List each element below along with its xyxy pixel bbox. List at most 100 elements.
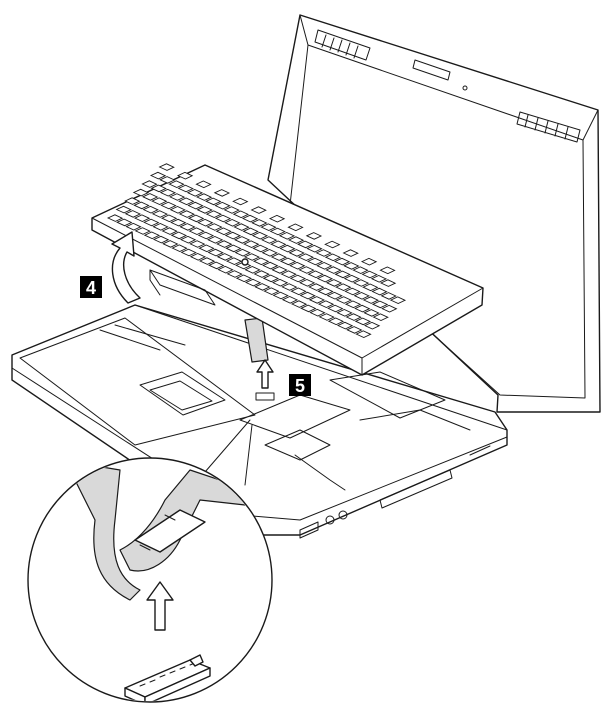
board-connector bbox=[255, 392, 275, 401]
keyboard-key bbox=[272, 291, 289, 300]
keyboard-key bbox=[233, 223, 250, 231]
keyboard-key bbox=[152, 223, 169, 231]
keyboard-key bbox=[343, 274, 361, 283]
step-5-label: 5 bbox=[295, 376, 305, 396]
keyboard-key bbox=[371, 287, 388, 296]
keyboard-key bbox=[206, 223, 223, 231]
keyboard-key bbox=[335, 296, 353, 304]
keyboard-key bbox=[235, 274, 253, 283]
keyboard-key bbox=[279, 257, 297, 266]
keyboard-key bbox=[224, 219, 241, 227]
keyboard-key bbox=[170, 231, 188, 240]
keyboard-key bbox=[158, 163, 175, 171]
keyboard-key bbox=[306, 257, 324, 266]
keyboard-key bbox=[134, 227, 151, 235]
keyboard-key bbox=[168, 180, 185, 188]
keyboard-key bbox=[234, 248, 251, 257]
laptop-base bbox=[11, 304, 508, 539]
keyboard-tab bbox=[149, 269, 216, 306]
keyboard-key bbox=[251, 219, 268, 227]
keyboard-key bbox=[197, 218, 214, 227]
keyboard-key bbox=[343, 262, 360, 270]
keyboard-key bbox=[336, 309, 353, 317]
keyboard-key bbox=[251, 231, 269, 240]
keyboard-key bbox=[316, 274, 334, 283]
keyboard-key bbox=[152, 235, 170, 244]
keyboard-key bbox=[305, 232, 323, 240]
keyboard-key bbox=[226, 270, 243, 278]
keyboard-key bbox=[289, 274, 307, 283]
keyboard-key bbox=[206, 236, 224, 244]
keyboard-key bbox=[179, 223, 196, 231]
keyboard-key bbox=[263, 287, 280, 295]
keyboard-key bbox=[325, 266, 342, 274]
keyboard-key bbox=[178, 210, 196, 218]
keyboard-key bbox=[242, 227, 259, 236]
base-bracket bbox=[239, 394, 351, 439]
keyboard-key bbox=[281, 283, 298, 291]
keyboard-key bbox=[299, 291, 316, 300]
keyboard-key bbox=[327, 317, 345, 326]
keyboard-key bbox=[327, 304, 344, 313]
keyboard-key bbox=[207, 248, 224, 257]
keyboard-key bbox=[159, 188, 177, 197]
keyboard-key bbox=[354, 304, 371, 313]
camera-icon bbox=[462, 85, 468, 91]
keyboard-key bbox=[271, 278, 289, 287]
keyboard-key bbox=[171, 244, 188, 252]
step-4-label: 4 bbox=[86, 278, 96, 298]
keyboard-key bbox=[213, 189, 231, 197]
keyboard-key bbox=[287, 236, 305, 244]
keyboard-key bbox=[380, 292, 397, 300]
keyboard-key bbox=[372, 313, 389, 321]
keyboard-key bbox=[270, 240, 287, 249]
keyboard-key bbox=[290, 300, 308, 308]
keyboard-key bbox=[253, 270, 270, 278]
keyboard-key bbox=[189, 240, 206, 248]
keyboard-key bbox=[151, 197, 168, 205]
keyboard-key bbox=[316, 262, 333, 270]
keyboard-key bbox=[161, 227, 178, 235]
keyboard-key bbox=[290, 287, 307, 296]
keyboard-key bbox=[317, 300, 335, 308]
keyboard-key bbox=[216, 253, 234, 261]
keyboard-key bbox=[170, 218, 187, 227]
keyboard-key bbox=[279, 244, 296, 253]
keyboard-key bbox=[352, 279, 370, 287]
keyboard-key bbox=[125, 222, 142, 231]
keyboard-key bbox=[363, 309, 380, 317]
keyboard-key bbox=[333, 257, 351, 266]
keyboard-key bbox=[160, 214, 178, 223]
keyboard-key bbox=[324, 253, 342, 262]
keyboard-key bbox=[268, 214, 286, 223]
keyboard-key bbox=[214, 214, 232, 223]
keyboard-key bbox=[260, 223, 277, 231]
keyboard-key bbox=[355, 330, 372, 338]
step-4-callout: 4 bbox=[80, 276, 102, 298]
keyboard-key bbox=[124, 210, 142, 218]
keyboard-key bbox=[287, 223, 304, 232]
speaker-grille-left bbox=[314, 29, 371, 61]
keyboard-key bbox=[381, 304, 398, 313]
lift-arrow-icon bbox=[111, 231, 141, 304]
palm-rest bbox=[19, 317, 256, 446]
keyboard-key bbox=[151, 210, 169, 218]
step-5-callout: 5 bbox=[289, 374, 311, 396]
keyboard-key bbox=[233, 236, 251, 244]
keyboard-key bbox=[133, 214, 151, 222]
side-ports bbox=[299, 445, 491, 539]
keyboard-key bbox=[198, 257, 216, 265]
keyboard-key bbox=[162, 240, 179, 248]
keyboard-key bbox=[189, 253, 207, 261]
keyboard-key bbox=[346, 326, 363, 334]
keyboard-key bbox=[195, 193, 213, 201]
laptop-display-lid bbox=[267, 14, 601, 413]
keyboard-key bbox=[142, 205, 159, 214]
keyboard-key bbox=[178, 197, 195, 206]
keyboard-key bbox=[360, 257, 378, 266]
keyboard-key bbox=[208, 261, 225, 270]
keyboard-key bbox=[244, 266, 261, 274]
keyboard-key bbox=[187, 201, 204, 210]
keyboard-key bbox=[370, 275, 388, 283]
